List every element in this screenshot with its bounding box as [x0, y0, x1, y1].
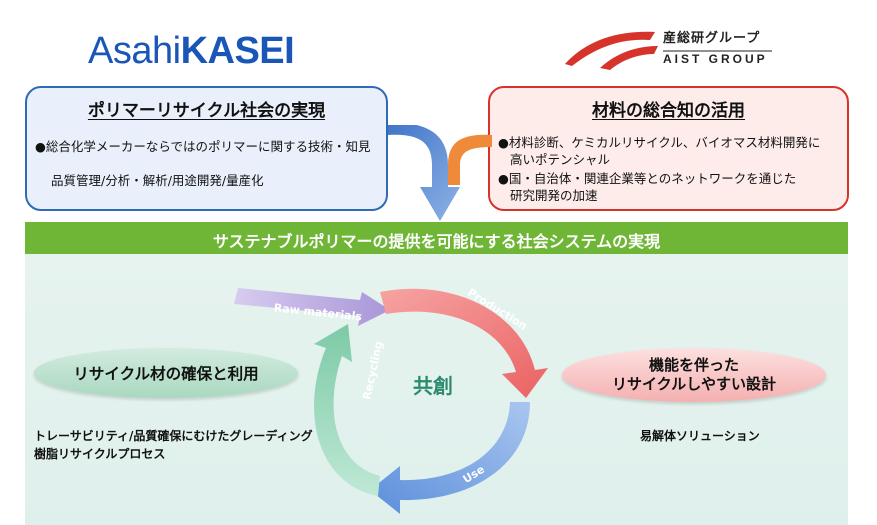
right-box-bullet-1-line-1: ●材料診断、ケミカルリサイクル、バイオマス材料開発に — [498, 135, 821, 150]
asahi-capabilities-box: ポリマーリサイクル社会の実現 ●総合化学メーカーならではのポリマーに関する技術・… — [25, 86, 388, 211]
recycling-arrow — [314, 324, 380, 496]
logo-text-asahi: Asahi — [88, 30, 181, 72]
use-arrow — [370, 402, 530, 514]
cocreation-label: 共創 — [413, 374, 453, 398]
raw-materials-arrow — [234, 288, 390, 326]
right-ellipse-line-2: リサイクルしやすい設計 — [611, 375, 777, 393]
aist-logo-mark — [565, 31, 772, 70]
recyclable-design-ellipse: 機能を伴った リサイクルしやすい設計 — [562, 348, 826, 402]
right-box-bullet-2-line-2: 研究開発の加速 — [510, 188, 598, 203]
recycling-cycle-diagram: Raw materials Production Use Recycling — [234, 286, 548, 514]
right-sub-line: 易解体ソリューション — [640, 429, 760, 443]
asahi-kasei-logo: AsahiKASEI — [88, 30, 295, 73]
right-box-title: 材料の総合知の活用 — [592, 101, 745, 121]
recycling-label: Recycling — [360, 340, 385, 401]
banner-text: サステナブルポリマーの提供を可能にする社会システムの実現 — [212, 232, 661, 251]
aist-capabilities-box: 材料の総合知の活用 ●材料診断、ケミカルリサイクル、バイオマス材料開発に 高いポ… — [488, 86, 849, 211]
logo-text-kasei: KASEI — [180, 30, 295, 72]
left-box-line: 品質管理/分析・解析/用途開発/量産化 — [51, 173, 264, 188]
right-box-bullet-1-line-2: 高いポテンシャル — [510, 152, 611, 167]
sustainable-banner: サステナブルポリマーの提供を可能にする社会システムの実現 — [25, 222, 848, 254]
aist-logo-english: AIST GROUP — [663, 52, 768, 66]
left-sub-line-2: 樹脂リサイクルプロセス — [34, 447, 166, 461]
left-ellipse-label: リサイクル材の確保と利用 — [73, 365, 259, 383]
left-box-title: ポリマーリサイクル社会の実現 — [87, 101, 326, 121]
orange-merge-arrow — [448, 134, 492, 185]
blue-merge-arrow — [388, 125, 460, 221]
right-box-bullet-2-line-1: ●国・自治体・関連企業等とのネットワークを通じた — [498, 171, 797, 186]
aist-logo-japanese: 産総研グループ — [663, 31, 761, 46]
left-box-bullet: ●総合化学メーカーならではのポリマーに関する技術・知見 — [35, 139, 371, 154]
production-arrow — [380, 288, 548, 398]
left-sub-line-1: トレーサビリティ/品質確保にむけたグレーディング — [34, 429, 313, 443]
merge-arrows — [388, 125, 492, 221]
recycled-material-ellipse: リサイクル材の確保と利用 — [34, 348, 298, 398]
right-ellipse-line-1: 機能を伴った — [648, 356, 739, 374]
